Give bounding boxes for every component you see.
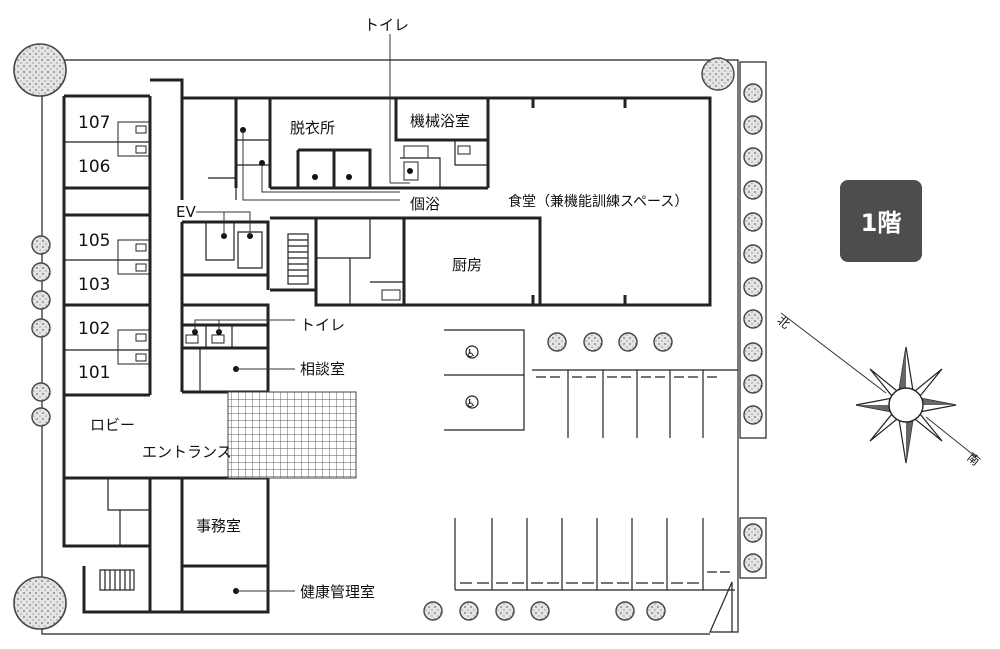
south-trees — [423, 601, 666, 621]
machine-bath-label: 機械浴室 — [410, 112, 470, 130]
compass-icon — [780, 312, 977, 464]
stair-icon — [99, 233, 309, 591]
hedge-trees — [743, 83, 763, 425]
parking-trees — [547, 332, 673, 352]
entrance-label: エントランス — [142, 443, 232, 461]
dining-room-label: 食堂（兼機能訓練スペース） — [508, 193, 688, 210]
hedge-strip-south — [739, 517, 767, 579]
parking-stalls-south — [454, 518, 735, 591]
dining-column-marks — [531, 98, 627, 305]
entrance-mat — [227, 391, 357, 479]
room-106-label: 106 — [78, 157, 110, 177]
tree-icon — [743, 553, 763, 573]
svg-text:♿: ♿ — [466, 347, 476, 360]
room-labels: 107 106 105 103 102 101 脱衣所 機械浴室 トイレ 食堂（… — [78, 16, 983, 601]
building-walls — [62, 78, 712, 614]
unit-toilet-fixtures — [117, 121, 471, 365]
kitchen-label: 厨房 — [452, 256, 482, 274]
ev-label: EV — [176, 203, 196, 221]
room-107-label: 107 — [78, 113, 110, 133]
south-label: 南 — [964, 449, 983, 468]
accessible-parking: ♿ ♿ — [444, 329, 525, 431]
office-label: 事務室 — [196, 517, 241, 535]
north-label: 北 — [774, 313, 792, 331]
floor-badge: 1階 — [840, 180, 922, 262]
toilet-top-label: トイレ — [364, 16, 409, 34]
private-bath-label: 個浴 — [410, 195, 440, 213]
consultation-room-label: 相談室 — [300, 360, 345, 378]
room-102-label: 102 — [78, 319, 110, 339]
health-room-label: 健康管理室 — [300, 583, 375, 601]
hedge-strip — [739, 61, 767, 439]
room-101-label: 101 — [78, 363, 110, 383]
dressing-room-label: 脱衣所 — [290, 119, 335, 137]
tree-icon — [743, 523, 763, 543]
tree-icon — [13, 576, 67, 630]
floor-badge-text: 1階 — [861, 209, 902, 237]
west-trees — [31, 235, 51, 427]
room-105-label: 105 — [78, 231, 110, 251]
parking-stalls — [532, 369, 738, 438]
toilet-mid-label: トイレ — [300, 316, 345, 334]
svg-text:♿: ♿ — [466, 397, 476, 410]
lobby-label: ロビー — [90, 416, 135, 434]
tree-icon — [13, 43, 67, 97]
tree-icon — [701, 57, 735, 91]
room-103-label: 103 — [78, 275, 110, 295]
leader-lines — [192, 34, 413, 594]
